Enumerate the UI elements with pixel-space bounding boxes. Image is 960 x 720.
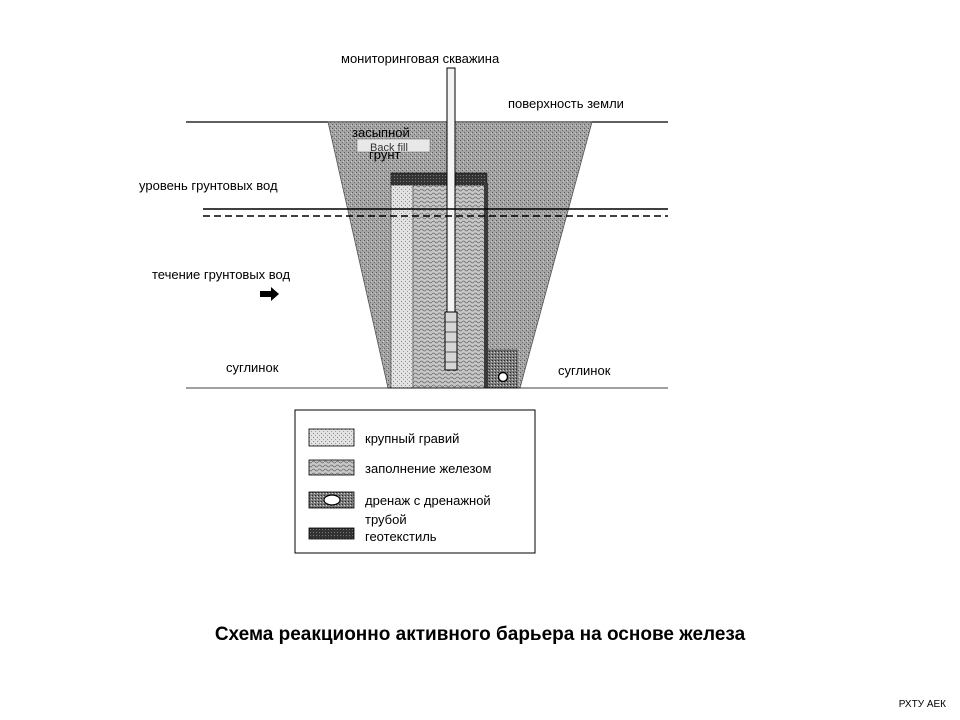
legend-drain-pipe-icon — [323, 494, 341, 506]
drain-pipe — [497, 371, 509, 383]
monitoring-well-screen — [444, 311, 458, 371]
label-loam-left: суглинок — [226, 360, 279, 375]
label-monitoring-well: мониторинговая скважина — [341, 51, 500, 66]
label-loam-right: суглинок — [558, 363, 611, 378]
geotextile-top — [390, 172, 488, 186]
footer-credit: РХТУ АЕК — [898, 699, 946, 710]
label-groundwater-flow: течение грунтовых вод — [152, 267, 291, 282]
legend-swatch-gravel — [308, 428, 355, 447]
monitoring-well-pipe — [446, 67, 456, 319]
label-ground-surface: поверхность земли — [508, 96, 624, 111]
diagram-caption: Схема реакционно активного барьера на ос… — [214, 624, 746, 645]
label-groundwater-level: уровень грунтовых вод — [139, 178, 278, 193]
label-backfill-1: засыпной — [352, 125, 410, 140]
label-backfill-en: Back fill — [370, 142, 408, 154]
backfill-label-box — [356, 138, 431, 153]
legend-label-gravel: крупный гравий — [365, 431, 459, 446]
legend-label-drain-2: трубой — [365, 512, 407, 527]
legend-label-drain-1: дренаж с дренажной — [365, 493, 491, 508]
legend-swatch-iron — [308, 459, 355, 476]
legend-swatch-geotextile — [308, 527, 355, 540]
geotextile-right — [484, 183, 488, 388]
legend-label-iron: заполнение железом — [365, 461, 492, 476]
drain-area — [487, 349, 518, 389]
legend-label-geotextile: геотекстиль — [365, 529, 437, 544]
flow-arrow-icon — [260, 287, 279, 301]
gravel-column — [390, 182, 414, 389]
label-backfill-2: грунт — [369, 147, 401, 162]
